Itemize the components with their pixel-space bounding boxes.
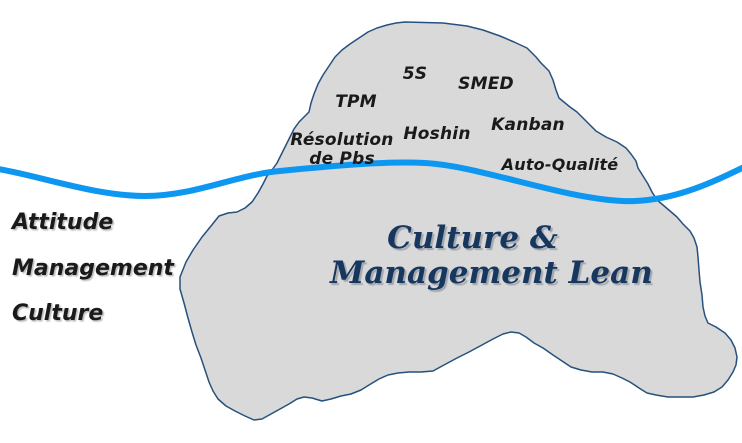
diagram-title-line2: Management Lean (330, 255, 653, 291)
diagram-title: Culture & Management Lean (330, 220, 653, 291)
tool-label-kanban: Kanban (491, 115, 565, 135)
tool-label-5s: 5S (402, 64, 428, 84)
waterline (0, 159, 742, 205)
side-label-management: Management (12, 256, 174, 281)
tool-label-smed: SMED (458, 74, 514, 94)
tool-label-resolution-de-pbs: Résolution de Pbs (290, 130, 394, 169)
iceberg-shape (179, 21, 738, 421)
tool-label-hoshin: Hoshin (403, 124, 471, 144)
diagram-title-line1: Culture & (387, 220, 558, 256)
side-label-attitude: Attitude (12, 210, 114, 235)
side-label-culture: Culture (12, 301, 104, 326)
tool-label-tpm: TPM (335, 92, 377, 112)
tool-label-auto-qualite: Auto-Qualité (501, 155, 619, 174)
